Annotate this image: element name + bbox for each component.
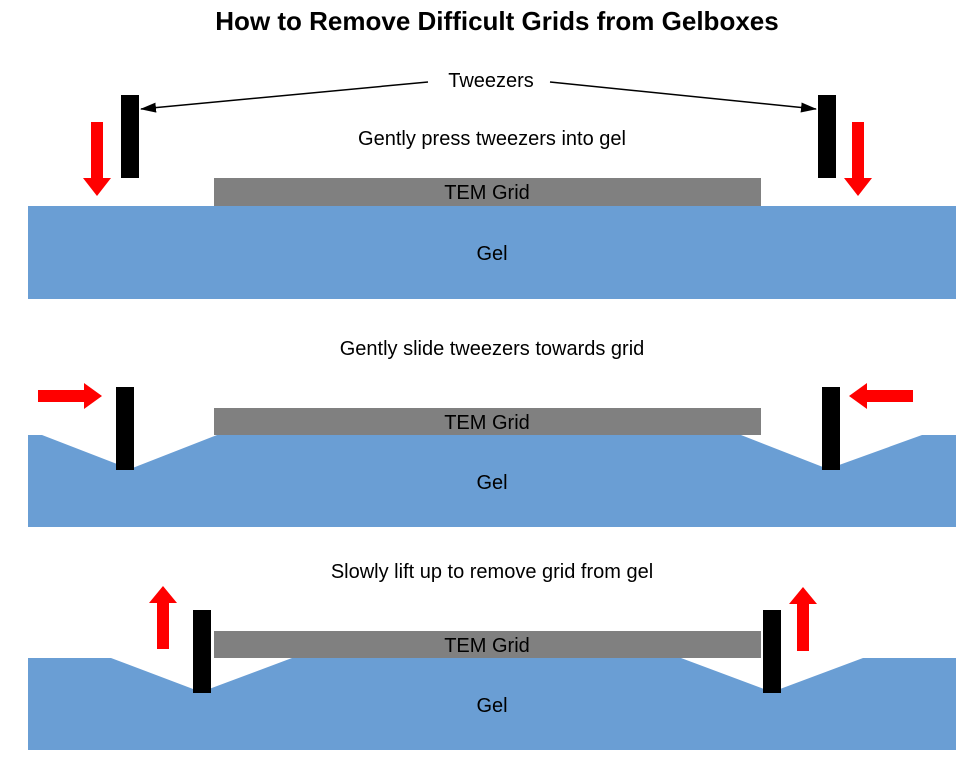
right-arrow-icon (38, 383, 102, 409)
up-arrow-icon (149, 586, 177, 649)
step-2-panel: Gel TEM Grid Gently slide tweezers towar… (28, 338, 956, 527)
tem-grid-label: TEM Grid (444, 412, 530, 434)
gel-label: Gel (476, 695, 507, 717)
step-3-panel: Gel TEM Grid Slowly lift up to remove gr… (28, 561, 956, 750)
step-caption: Slowly lift up to remove grid from gel (331, 561, 653, 583)
left-arrow-icon (849, 383, 913, 409)
step-1-panel: Gel TEM Grid Gently press tweezers into … (28, 70, 956, 299)
tweezer-left (116, 387, 134, 470)
gel-block (28, 206, 956, 299)
diagram-title: How to Remove Difficult Grids from Gelbo… (215, 6, 778, 36)
tweezer-right (818, 95, 836, 178)
tweezers-callout-label: Tweezers (448, 70, 534, 92)
tem-grid (214, 408, 761, 435)
step-caption: Gently press tweezers into gel (358, 128, 626, 150)
tweezer-left (121, 95, 139, 178)
gel-block (28, 658, 956, 750)
step-caption: Gently slide tweezers towards grid (340, 338, 645, 360)
tem-grid-label: TEM Grid (444, 635, 530, 657)
gel-label: Gel (476, 472, 507, 494)
callout-arrow-left (140, 81, 429, 113)
gel-label: Gel (476, 243, 507, 265)
up-arrow-icon (789, 587, 817, 651)
tweezer-left (193, 610, 211, 693)
callout-arrow-right (549, 81, 817, 113)
tem-grid (214, 631, 761, 658)
down-arrow-icon (844, 122, 872, 196)
down-arrow-icon (83, 122, 111, 196)
tweezer-right (763, 610, 781, 693)
tem-grid-label: TEM Grid (444, 182, 530, 204)
tweezer-right (822, 387, 840, 470)
gel-block (28, 435, 956, 527)
tem-grid (214, 178, 761, 206)
